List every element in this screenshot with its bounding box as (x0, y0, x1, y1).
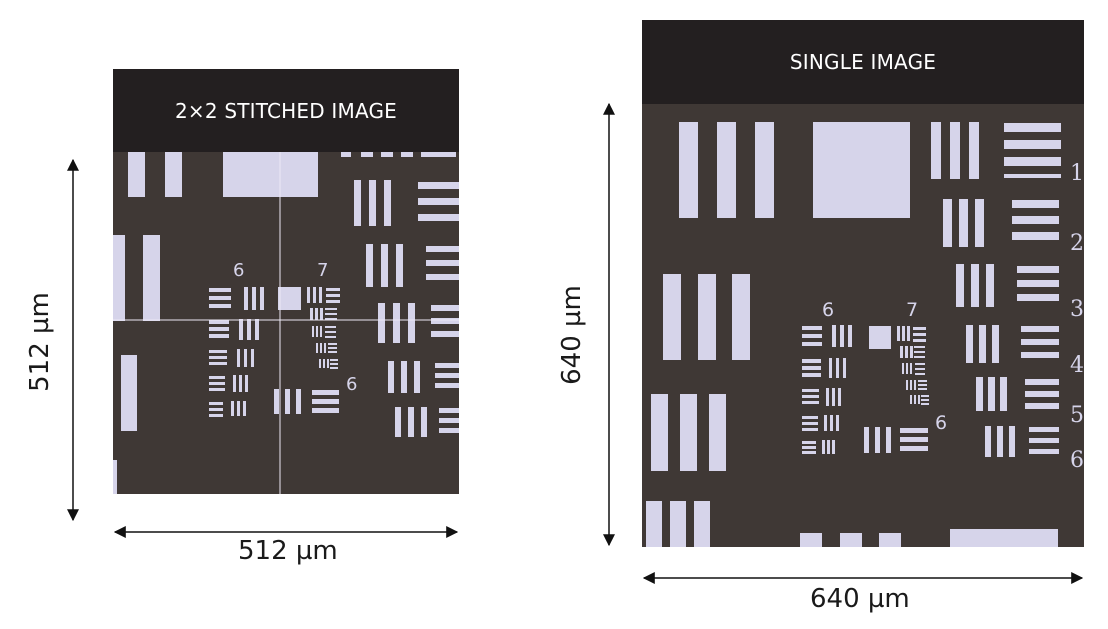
single-width-label: 640 µm (810, 584, 910, 614)
stitched-group-labels: 6 7 6 (233, 260, 357, 395)
single-group-label-7: 7 (906, 299, 918, 321)
stitch-seams (113, 152, 459, 494)
element-number-1: 1 (1070, 161, 1084, 186)
element-number-4: 4 (1070, 353, 1084, 378)
single-image-panel: SINGLE IMAGE (642, 20, 1084, 547)
single-element-numbers: 1 2 3 4 5 6 (1070, 161, 1084, 473)
stitched-target-svg: 6 7 6 (113, 152, 459, 494)
stitched-group-label-6: 6 (233, 260, 244, 281)
element-number-5: 5 (1070, 403, 1084, 428)
stitched-bars (113, 152, 459, 494)
element-number-2: 2 (1070, 231, 1084, 256)
stitched-image-panel: 2×2 STITCHED IMAGE (113, 69, 459, 494)
single-group-labels: 6 7 6 (822, 299, 947, 434)
single-image-title: SINGLE IMAGE (642, 20, 1084, 104)
element-number-6: 6 (1070, 448, 1084, 473)
stitched-group-label-7: 7 (317, 260, 328, 281)
stitched-height-label: 512 µm (25, 292, 55, 392)
stitched-image-title: 2×2 STITCHED IMAGE (113, 69, 459, 152)
single-target-svg: 1 2 3 4 5 6 6 7 6 (646, 122, 1084, 547)
single-group-label-6b: 6 (935, 412, 947, 434)
stitched-test-target: 6 7 6 (113, 152, 459, 494)
single-test-target: 1 2 3 4 5 6 6 7 6 (642, 104, 1084, 547)
single-group-label-6: 6 (822, 299, 834, 321)
stitched-group-label-6b: 6 (346, 374, 357, 395)
stitched-width-label: 512 µm (238, 536, 338, 566)
element-number-3: 3 (1070, 297, 1084, 322)
single-bars (646, 122, 1061, 547)
single-height-label: 640 µm (557, 285, 587, 385)
